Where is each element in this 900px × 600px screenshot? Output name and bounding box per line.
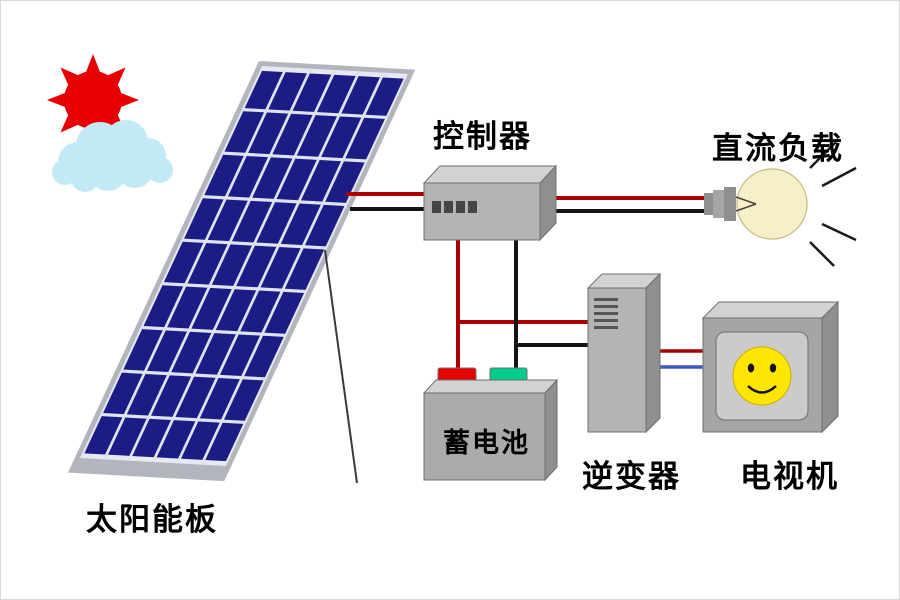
tv-label: 电视机	[740, 459, 839, 495]
cloud-icon	[52, 120, 173, 192]
solar-panel-graphic	[67, 61, 416, 482]
solar-panel-label: 太阳能板	[86, 502, 218, 538]
controller-buttons	[432, 201, 477, 213]
bulb-rays	[809, 141, 857, 267]
panel-support-leg	[324, 249, 358, 484]
controller-label: 控制器	[433, 119, 532, 155]
dc-load-label: 直流负载	[712, 131, 844, 167]
wires	[346, 192, 714, 376]
bulb-filament	[735, 196, 757, 212]
inverter-vents	[594, 298, 618, 329]
dc-load-bulb	[704, 141, 857, 267]
inverter-box	[586, 272, 662, 434]
inverter-label: 逆变器	[582, 459, 681, 495]
battery-label: 蓄电池	[443, 428, 530, 459]
tv-box	[701, 300, 840, 434]
battery-box	[422, 367, 559, 482]
controller-box	[422, 164, 558, 242]
smiley-face	[732, 346, 792, 406]
